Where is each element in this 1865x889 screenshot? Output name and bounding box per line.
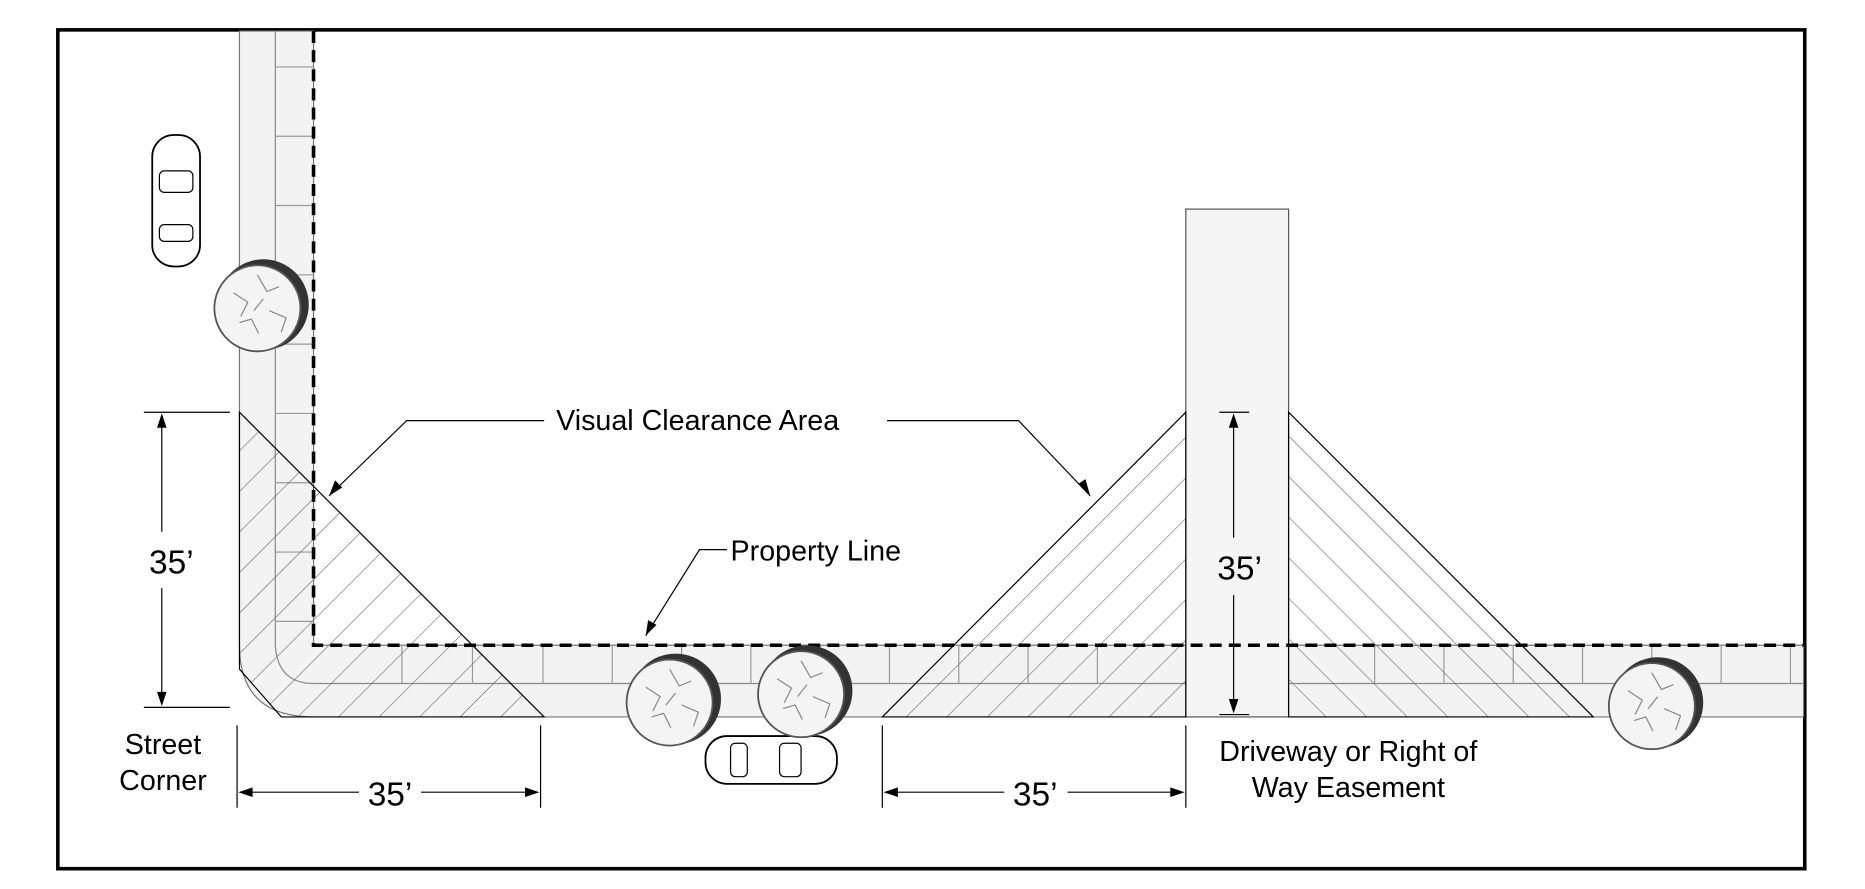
car-icon	[151, 134, 201, 268]
dimension-arrowheads	[157, 413, 1239, 797]
driveway-vertical-dimension: 35’	[1217, 551, 1262, 588]
driveway	[1185, 208, 1290, 718]
arrowheads	[329, 479, 1091, 636]
car-icon	[704, 735, 838, 785]
dimension-lines	[143, 411, 1250, 808]
driveway-clearance-triangle-left	[880, 410, 1187, 718]
property-line	[311, 31, 1804, 648]
driveway-clearance-triangle-right	[1287, 410, 1595, 718]
street-corner-label-line1: Street	[125, 729, 201, 761]
visual-clearance-label: Visual Clearance Area	[556, 405, 839, 437]
driveway-label-line1: Driveway or Right of	[1219, 736, 1477, 768]
property-line-label: Property Line	[731, 535, 901, 567]
frame-border	[56, 28, 1807, 871]
corner-clearance-triangle	[238, 410, 546, 718]
street-corner-label-line2: Corner	[119, 765, 207, 797]
corner-vertical-dimension: 35’	[149, 545, 194, 582]
driveway-horizontal-dimension: 35’	[1013, 776, 1058, 813]
leader-lines	[328, 420, 1091, 636]
driveway-label-line2: Way Easement	[1252, 772, 1445, 804]
corner-horizontal-dimension: 35’	[368, 776, 413, 813]
